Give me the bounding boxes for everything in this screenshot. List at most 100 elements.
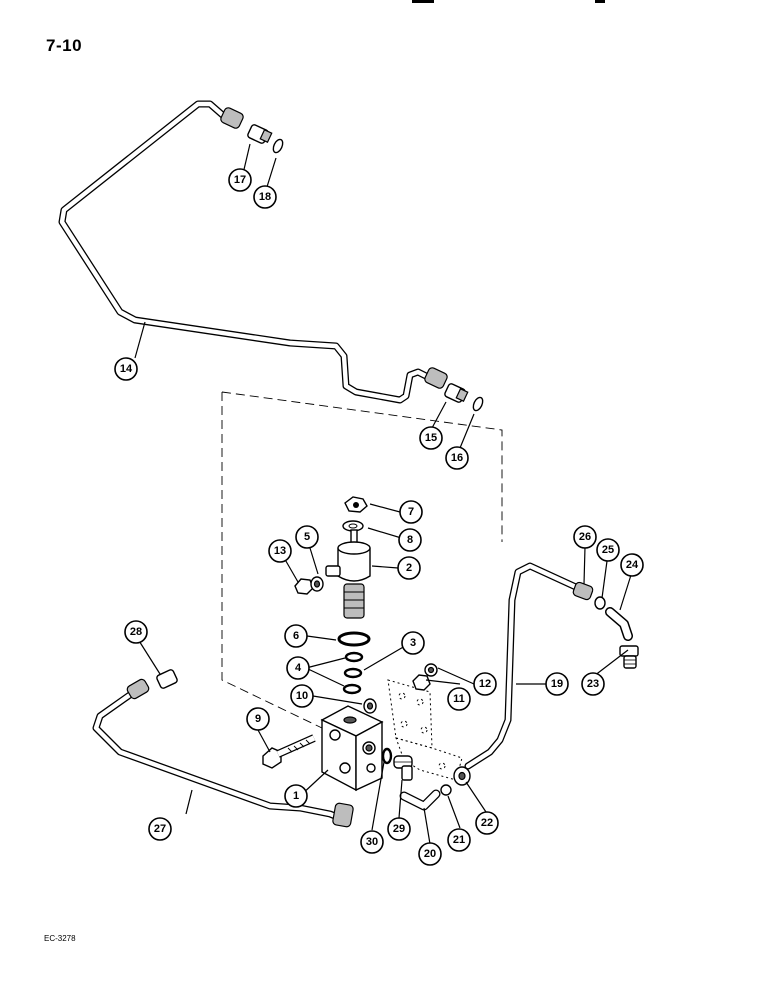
o-ring-6 [337, 631, 371, 647]
callout-4: 4 [286, 656, 310, 680]
svg-text:24: 24 [626, 559, 639, 571]
svg-text:6: 6 [293, 630, 299, 642]
svg-text:13: 13 [274, 545, 286, 557]
svg-text:12: 12 [479, 678, 491, 690]
o-ring-18 [272, 138, 284, 154]
callout-12: 12 [473, 672, 497, 696]
valve-body-1 [320, 705, 384, 792]
svg-text:23: 23 [587, 678, 599, 690]
svg-text:2: 2 [406, 562, 412, 574]
callout-16: 16 [445, 446, 469, 470]
adapter-15 [444, 383, 469, 403]
callout-1: 1 [284, 784, 308, 808]
callout-9: 9 [246, 707, 270, 731]
tube-nut-top [220, 107, 244, 129]
callout-28: 28 [124, 620, 148, 644]
callout-13: 13 [268, 539, 292, 563]
svg-text:28: 28 [130, 626, 142, 638]
svg-text:30: 30 [366, 836, 378, 848]
callout-25: 25 [596, 538, 620, 562]
svg-text:20: 20 [424, 848, 436, 860]
nut-7 [344, 496, 368, 513]
svg-text:22: 22 [481, 817, 493, 829]
fitting-5 [310, 576, 324, 592]
callout-10: 10 [290, 684, 314, 708]
callout-6: 6 [284, 624, 308, 648]
tube-nut-bottom [424, 367, 448, 389]
callout-23: 23 [581, 672, 605, 696]
header-fragment [595, 0, 605, 3]
callout-24: 24 [620, 553, 644, 577]
callout-7: 7 [399, 500, 423, 524]
svg-text:27: 27 [154, 823, 166, 835]
bolt-9 [262, 734, 316, 769]
callout-18: 18 [253, 185, 277, 209]
callout-22: 22 [475, 811, 499, 835]
o-ring-30 [381, 747, 393, 765]
callout-14: 14 [114, 357, 138, 381]
o-ring-4 [343, 667, 363, 679]
svg-text:11: 11 [453, 693, 465, 705]
nut-11 [412, 674, 431, 691]
svg-text:15: 15 [425, 432, 437, 444]
adapter-23 [619, 645, 639, 669]
o-ring-3 [344, 651, 364, 663]
o-ring-4b [342, 683, 362, 695]
tube-nut-27b [332, 802, 354, 828]
plug-10 [363, 698, 377, 714]
washer-8 [342, 520, 364, 532]
callout-19: 19 [545, 672, 569, 696]
svg-text:5: 5 [304, 531, 310, 543]
nut-22 [453, 766, 471, 786]
leader-lines [134, 143, 632, 845]
callout-21: 21 [447, 828, 471, 852]
svg-text:1: 1 [293, 790, 299, 802]
callout-30: 30 [360, 830, 384, 854]
elbow-fitting-29 [393, 755, 413, 781]
fitting-25 [594, 596, 606, 610]
callout-8: 8 [398, 528, 422, 552]
svg-text:16: 16 [451, 452, 463, 464]
svg-text:9: 9 [255, 713, 261, 725]
elbow-24 [605, 607, 633, 641]
svg-text:3: 3 [410, 637, 416, 649]
tube-nut-27a [126, 678, 150, 700]
o-ring-16 [472, 396, 484, 412]
fitting-21 [440, 784, 452, 796]
svg-text:17: 17 [234, 174, 246, 186]
svg-text:18: 18 [259, 191, 271, 203]
figure-code: EC-3278 [44, 934, 76, 943]
assembly-outline [221, 391, 503, 729]
callout-11: 11 [447, 687, 471, 711]
adapter-17 [247, 124, 273, 144]
callout-3: 3 [401, 631, 425, 655]
page-reference: 7-10 [46, 36, 83, 55]
svg-text:29: 29 [393, 823, 405, 835]
upper-tube-14 [58, 100, 434, 404]
svg-text:25: 25 [602, 544, 614, 556]
tube-19 [464, 562, 582, 770]
svg-text:14: 14 [120, 363, 133, 375]
callout-29: 29 [387, 817, 411, 841]
svg-text:21: 21 [453, 834, 465, 846]
callout-2: 2 [397, 556, 421, 580]
callout-20: 20 [418, 842, 442, 866]
callout-26: 26 [573, 525, 597, 549]
callout-5: 5 [295, 525, 319, 549]
header-fragment [412, 0, 434, 3]
svg-text:26: 26 [579, 531, 591, 543]
svg-text:19: 19 [551, 678, 563, 690]
valve-cartridge-2 [325, 529, 371, 619]
adapter-28 [156, 669, 178, 689]
tube-nut-26 [572, 581, 594, 601]
callout-17: 17 [228, 168, 252, 192]
svg-text:10: 10 [296, 690, 308, 702]
svg-text:8: 8 [407, 534, 413, 546]
callout-15: 15 [419, 426, 443, 450]
svg-text:7: 7 [408, 506, 414, 518]
tube-27 [92, 688, 344, 822]
elbow-hose-20 [399, 789, 441, 811]
nut-12 [424, 663, 438, 677]
svg-text:4: 4 [295, 662, 302, 674]
